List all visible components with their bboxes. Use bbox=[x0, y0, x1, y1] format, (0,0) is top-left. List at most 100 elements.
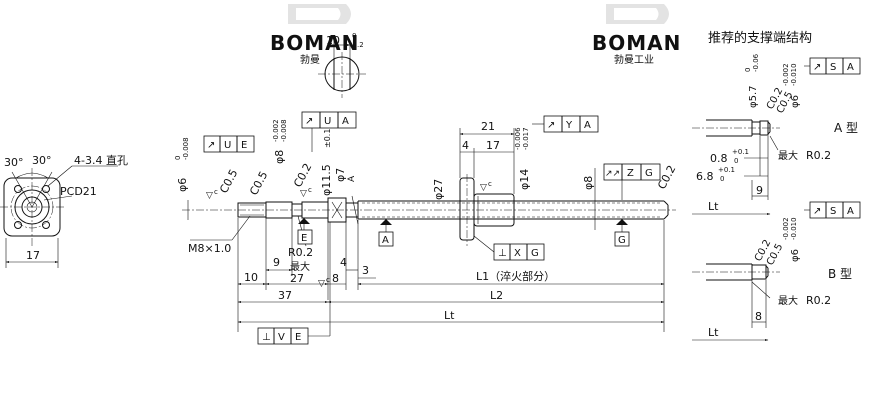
dim-3: 3 bbox=[362, 264, 369, 277]
total-runout-icon: ↗↗ bbox=[605, 169, 620, 179]
nut-length-dim: 21 bbox=[481, 120, 495, 133]
datum-a: A bbox=[378, 219, 394, 247]
svg-text:-0.002: -0.002 bbox=[782, 217, 790, 240]
runout-icon: ↗ bbox=[207, 140, 215, 151]
watermark-brand-cn: 勃曼工业 bbox=[614, 53, 654, 66]
dia11-5-label: φ11.5 bbox=[320, 164, 333, 196]
roughness-icon: ▽ bbox=[480, 183, 487, 193]
section-view: 10 0 -0.2 bbox=[318, 32, 366, 98]
datum-e: E bbox=[297, 218, 313, 245]
type-a-label: A 型 bbox=[834, 121, 858, 135]
r02-label: R0.2 bbox=[288, 246, 313, 259]
svg-text:0: 0 bbox=[734, 157, 738, 165]
svg-text:-0.06: -0.06 bbox=[752, 53, 760, 72]
dim-9: 9 bbox=[273, 256, 280, 269]
svg-text:-0.002: -0.002 bbox=[782, 63, 790, 86]
svg-text:9: 9 bbox=[756, 184, 763, 197]
svg-text:-0.002: -0.002 bbox=[272, 119, 280, 142]
datum-g: G bbox=[614, 219, 630, 247]
svg-text:0: 0 bbox=[352, 32, 356, 40]
gdt-frame-ua: ↗ U A bbox=[301, 111, 357, 152]
svg-text:-0.017: -0.017 bbox=[522, 127, 530, 150]
svg-text:-0.010: -0.010 bbox=[790, 217, 798, 240]
svg-text:A: A bbox=[382, 235, 389, 246]
svg-text:0: 0 bbox=[174, 156, 182, 160]
watermark-left: BOMAN 勃曼 bbox=[270, 4, 359, 66]
svg-text:最大: 最大 bbox=[778, 149, 798, 162]
boman-logo-icon bbox=[606, 4, 669, 24]
nut-body bbox=[473, 193, 515, 227]
panel-title: 推荐的支撑端结构 bbox=[708, 30, 812, 46]
svg-text:c: c bbox=[308, 186, 312, 194]
svg-text:±0.1: ±0.1 bbox=[323, 129, 332, 148]
perpendicularity-icon: ⊥ bbox=[262, 332, 271, 343]
svg-text:Y: Y bbox=[565, 120, 573, 131]
svg-text:A: A bbox=[347, 175, 357, 182]
angle-label-right: 30° bbox=[32, 154, 52, 167]
runout-icon: ↗ bbox=[813, 62, 821, 73]
l2-label: L2 bbox=[490, 289, 503, 302]
svg-text:8: 8 bbox=[755, 310, 762, 323]
gdt-frame-ya: ↗ Y A bbox=[532, 115, 599, 133]
length-dimensions: 10 9 27 8 4 3 L1（淬火部分） 37 L2 Lt bbox=[237, 218, 665, 332]
c05-label: C0.5 bbox=[217, 167, 240, 195]
pcd-label: PCD21 bbox=[60, 185, 97, 198]
dia8-right-label: φ8 bbox=[582, 176, 595, 190]
watermark-brand: BOMAN bbox=[592, 31, 681, 55]
svg-text:U: U bbox=[324, 116, 331, 127]
dim-4: 4 bbox=[340, 256, 347, 269]
svg-text:U: U bbox=[224, 140, 231, 151]
watermark-right: BOMAN 勃曼工业 bbox=[592, 4, 681, 66]
type-a-detail: φ5.7 0 -0.06 C0.2 C0.5 φ6 -0.002 -0.010 … bbox=[692, 53, 861, 216]
svg-text:Z: Z bbox=[627, 168, 634, 179]
svg-text:E: E bbox=[301, 233, 307, 244]
hole-spec-label: 4-3.4 直孔 bbox=[74, 153, 128, 167]
dim-37: 37 bbox=[278, 289, 292, 302]
dia6-label: φ6 bbox=[176, 178, 189, 192]
svg-text:最大: 最大 bbox=[778, 294, 798, 307]
svg-text:S: S bbox=[830, 62, 836, 73]
svg-text:Lt: Lt bbox=[708, 200, 719, 213]
c05-label: C0.5 bbox=[247, 169, 270, 197]
nut-body-dim: 17 bbox=[486, 139, 500, 152]
dia7-label: φ7 bbox=[334, 168, 347, 182]
svg-text:c: c bbox=[488, 180, 492, 188]
runout-icon: ↗ bbox=[813, 206, 821, 217]
svg-text:S: S bbox=[830, 206, 836, 217]
svg-text:G: G bbox=[645, 168, 653, 179]
section-width-dim: 10 bbox=[326, 34, 340, 47]
svg-text:-0.2: -0.2 bbox=[350, 41, 364, 49]
left-diameter-dims: φ6 0 -0.008 φ8 -0.002 -0.008 φ11.5 ±0.1 … bbox=[174, 119, 596, 230]
svg-text:-0.006: -0.006 bbox=[514, 127, 522, 150]
perpendicularity-icon: ⊥ bbox=[498, 248, 507, 259]
a-dia6: φ6 bbox=[790, 95, 801, 108]
boman-logo-icon bbox=[288, 4, 351, 24]
watermark-brand: BOMAN bbox=[270, 31, 359, 55]
type-b-label: B 型 bbox=[828, 267, 852, 281]
svg-text:+0.1: +0.1 bbox=[718, 166, 735, 174]
roughness-icon: ▽ bbox=[300, 189, 307, 199]
svg-text:-0.008: -0.008 bbox=[280, 119, 288, 142]
svg-text:E: E bbox=[241, 140, 247, 151]
runout-icon: ↗ bbox=[305, 116, 313, 127]
gdt-frame-xg: ⊥ X G bbox=[473, 235, 545, 261]
svg-text:A: A bbox=[584, 120, 591, 131]
dim-10: 10 bbox=[244, 271, 258, 284]
dim-8: 8 bbox=[332, 272, 339, 285]
svg-text:Lt: Lt bbox=[708, 326, 719, 339]
gdt-frame-sa2: ↗ S A bbox=[804, 201, 861, 219]
svg-text:-0.010: -0.010 bbox=[790, 63, 798, 86]
angle-label-left: 30° bbox=[4, 156, 24, 169]
lt-label: Lt bbox=[444, 309, 455, 322]
dia8-label: φ8 bbox=[273, 150, 286, 164]
gdt-frame-ve: ⊥ V E bbox=[257, 222, 331, 345]
svg-text:G: G bbox=[531, 248, 539, 259]
svg-text:R0.2: R0.2 bbox=[806, 149, 831, 162]
svg-text:A: A bbox=[342, 116, 349, 127]
svg-text:A: A bbox=[847, 206, 854, 217]
dia27-label: φ27 bbox=[432, 179, 445, 200]
mount-hole bbox=[42, 221, 50, 229]
gdt-frame-ue: ↗ U E bbox=[203, 135, 255, 153]
flange-end-view: 30° 30° 4-3.4 直孔 PCD21 17 bbox=[0, 153, 128, 268]
